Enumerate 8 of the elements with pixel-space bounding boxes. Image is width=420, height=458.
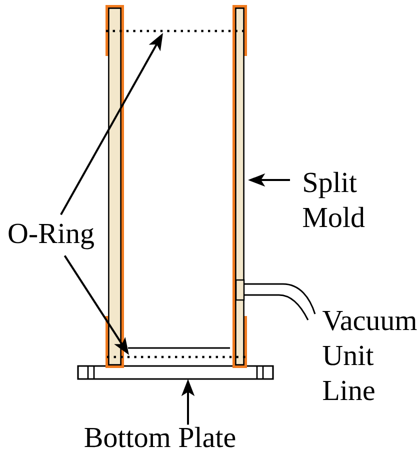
o-ring-line	[107, 356, 247, 358]
part-label: Split Mold	[303, 172, 365, 228]
o-ring-line	[106, 30, 247, 32]
part-label: Bottom Plate	[84, 426, 236, 448]
part-label: Vacuum Unit Line	[322, 311, 417, 400]
bottom-plate	[77, 365, 274, 380]
part-label: O-Ring	[8, 224, 94, 250]
mold-wall	[232, 5, 247, 368]
